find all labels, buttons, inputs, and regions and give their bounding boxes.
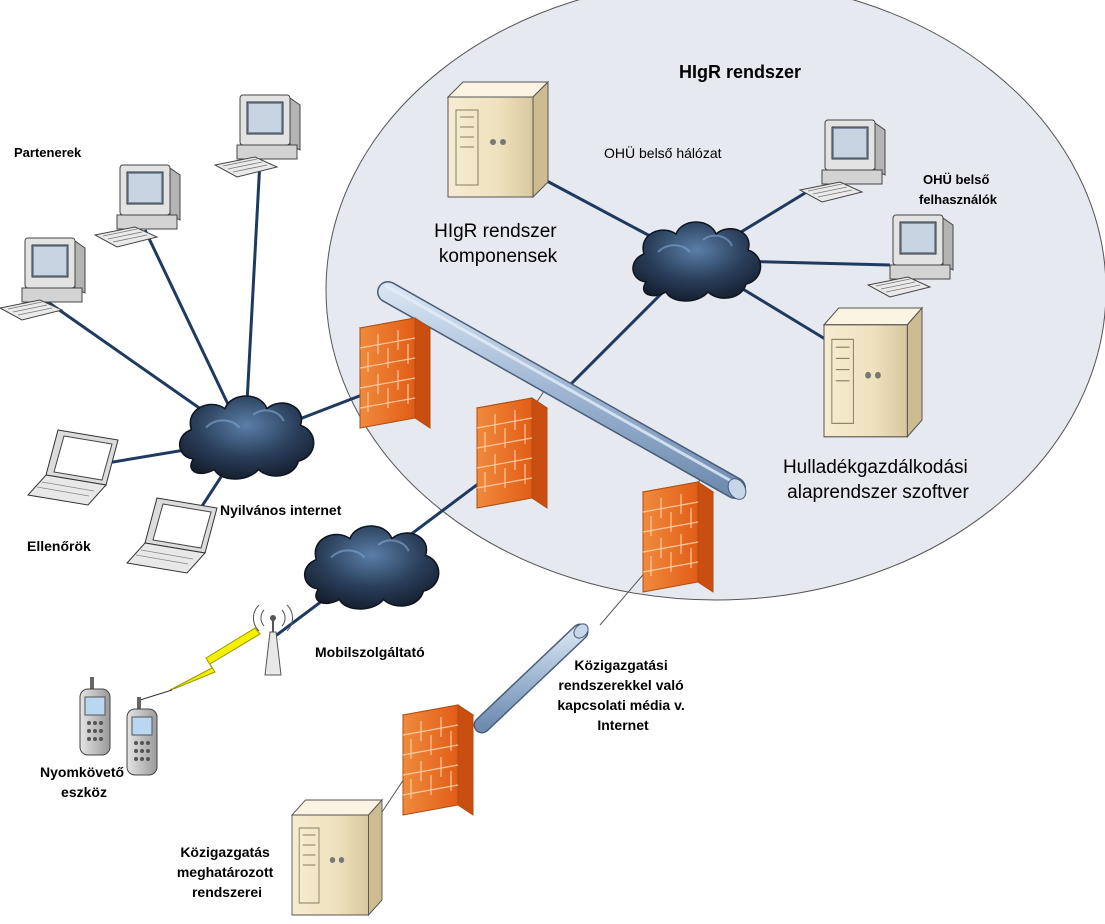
lightning-icon	[169, 627, 261, 691]
inspectors-label: Ellenőrök	[27, 538, 91, 554]
partners-label: Partenerek	[14, 145, 82, 160]
firewall-icon	[359, 317, 431, 429]
backbone-pipe-icon	[377, 281, 747, 500]
components-label: HIgR rendszer komponensek	[434, 221, 562, 267]
laptop-icon	[27, 429, 119, 506]
base-software-label: Hulladékgazdálkodási alaprendszer szoftv…	[783, 457, 973, 503]
gov-systems-label: Közigazgatás meghatározott rendszerei	[177, 844, 277, 900]
public-internet-label: Nyilvános internet	[220, 502, 342, 518]
mobile-phone-icon	[126, 696, 158, 776]
firewall-icon	[642, 481, 714, 593]
desktop-computer-icon	[0, 237, 86, 321]
connection-media-pipe-icon	[473, 623, 589, 734]
cloud-icon	[303, 524, 440, 611]
connection-media-label: Közigazgatási rendszerekkel való kapcsol…	[557, 657, 688, 733]
firewall-icon	[476, 397, 548, 509]
server-icon	[291, 799, 383, 916]
internal-users-label: OHÜ belső felhasználók	[919, 172, 998, 207]
antenna-icon	[253, 604, 293, 676]
mobile-phone-icon	[79, 676, 111, 756]
server-icon	[447, 81, 549, 198]
firewall-icon	[402, 704, 474, 816]
cloud-icon	[178, 394, 315, 481]
desktop-computer-icon	[94, 164, 181, 248]
cloud-icon	[631, 221, 762, 302]
mobile-provider-label: Mobilszolgáltató	[315, 644, 425, 660]
desktop-computer-icon	[214, 94, 301, 178]
server-icon	[823, 307, 923, 438]
internal-network-label: OHÜ belső hálózat	[604, 144, 722, 161]
system-title: HIgR rendszer	[679, 62, 801, 82]
laptop-icon	[126, 497, 218, 574]
tracking-devices-label: Nyomkövető eszköz	[40, 764, 128, 800]
